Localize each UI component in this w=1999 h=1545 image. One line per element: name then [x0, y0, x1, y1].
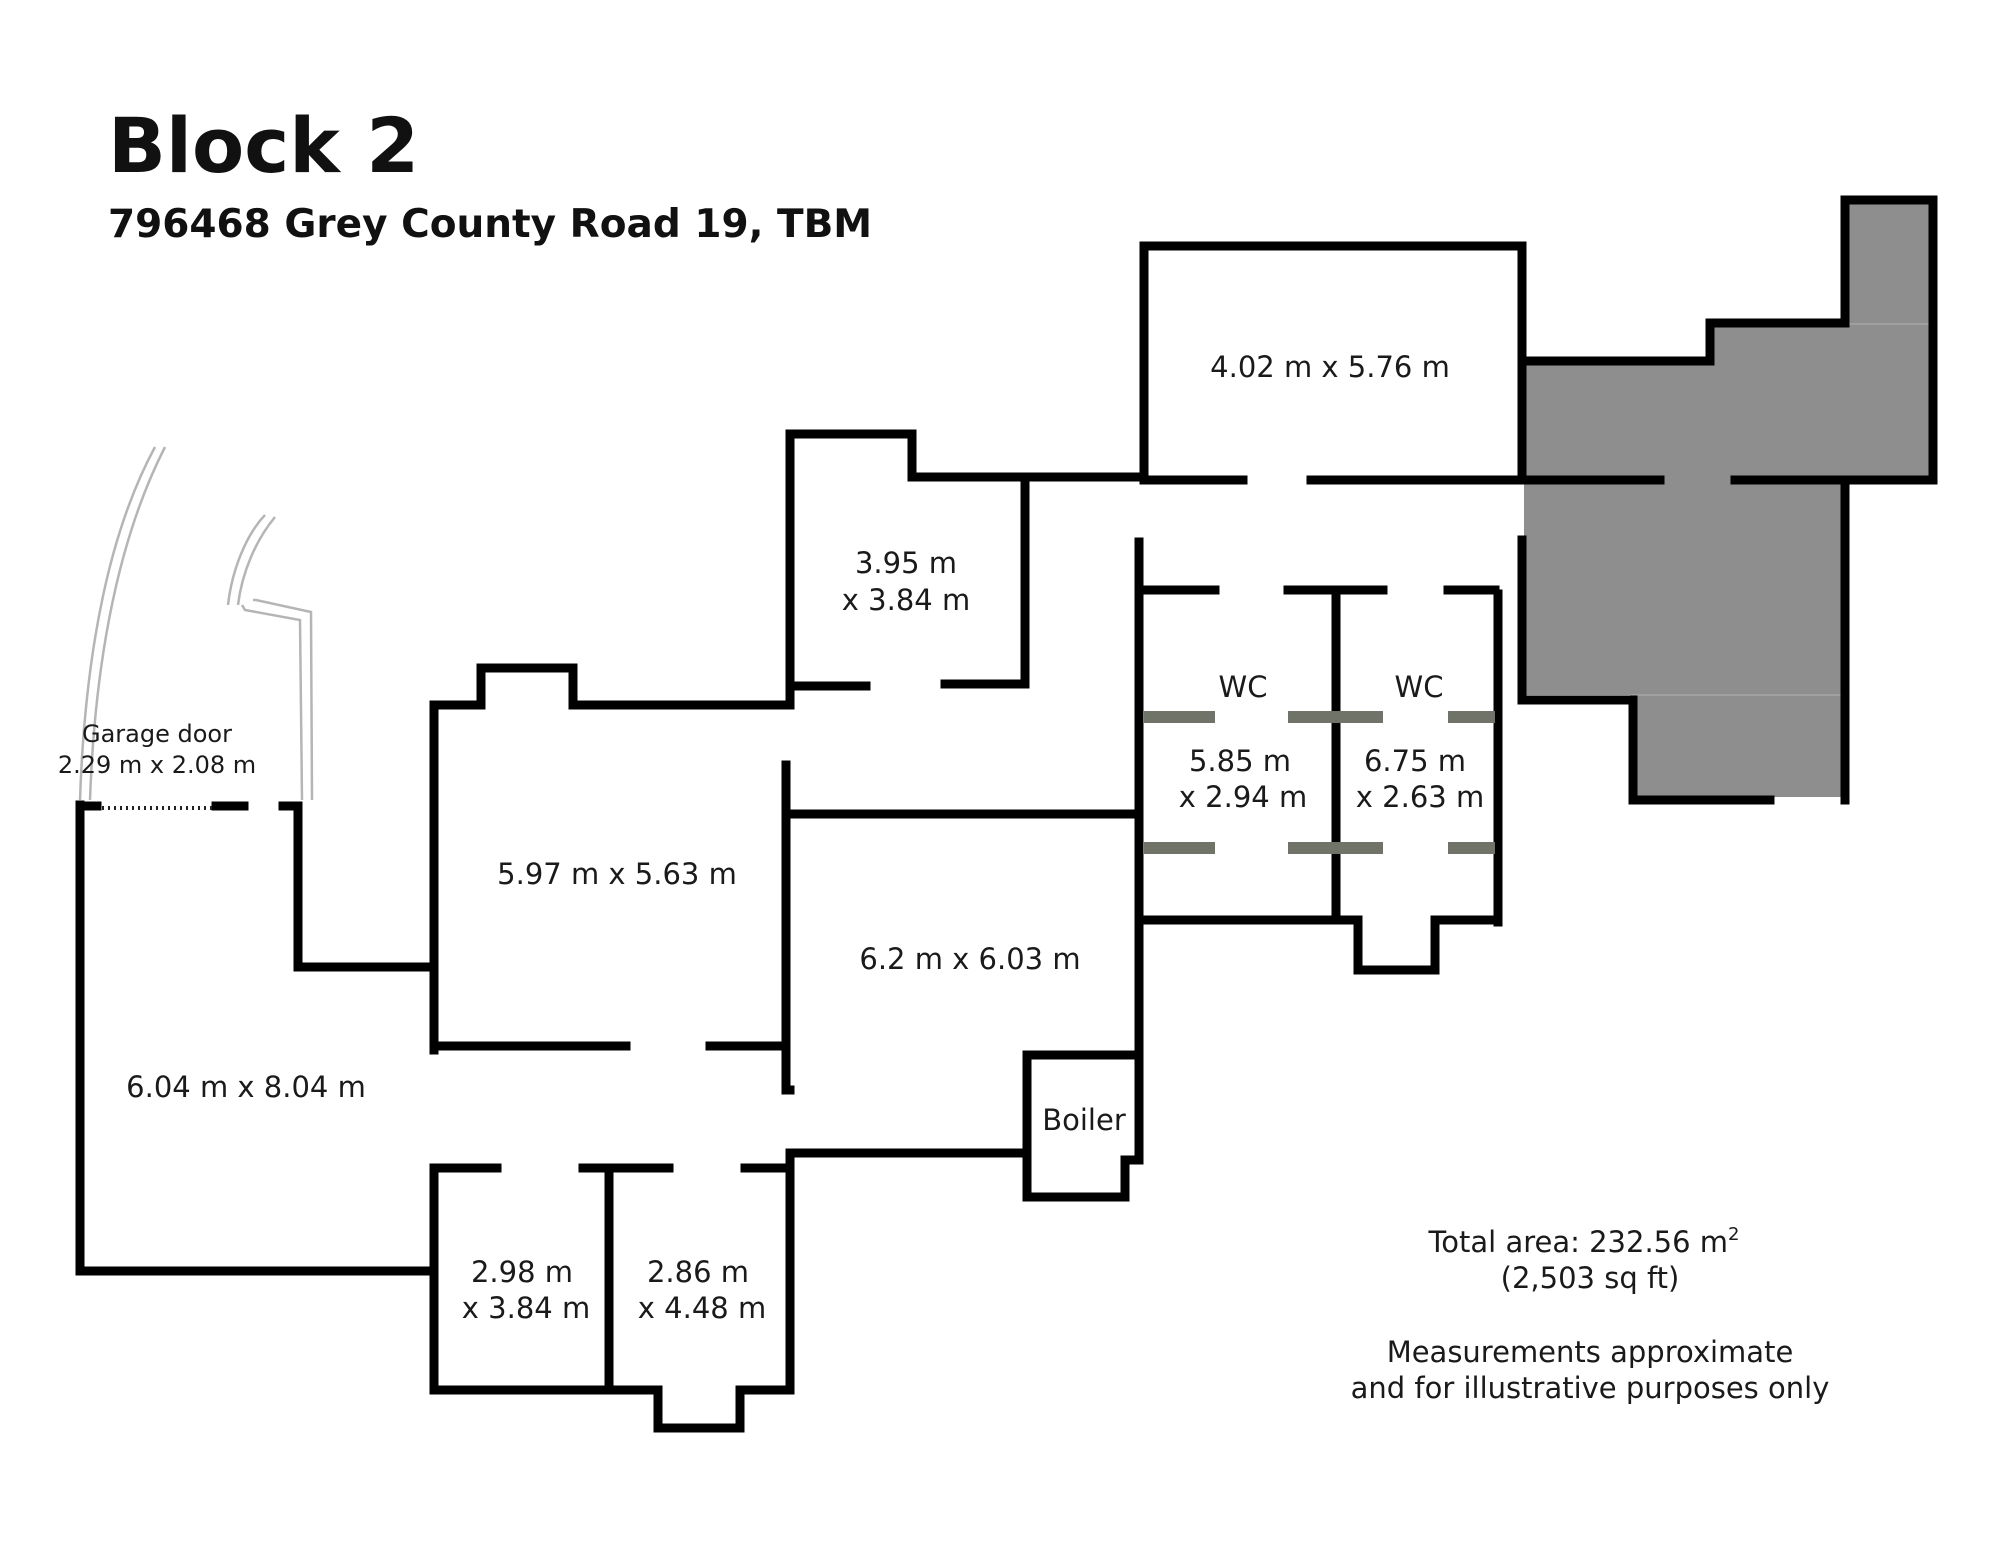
plan-title: Block 2	[108, 101, 420, 190]
wc-right-title: WC	[1395, 670, 1444, 704]
room-label-garage: 6.04 m x 8.04 m	[126, 1070, 366, 1104]
room-label-central: 5.97 m x 5.63 m	[497, 857, 737, 891]
wc-left-size-2: x 2.94 m	[1179, 780, 1307, 814]
room-label-top-right: 4.02 m x 5.76 m	[1210, 350, 1450, 384]
wc-right-size-1: 6.75 m	[1364, 744, 1466, 778]
garage-door-size: 2.29 m x 2.08 m	[58, 751, 256, 779]
wc-dividers	[1144, 711, 1495, 854]
total-area-superscript: 2	[1728, 1224, 1739, 1245]
wc-left-title: WC	[1219, 670, 1268, 704]
room-label-bottom-right-1: 2.86 m	[647, 1255, 749, 1289]
wc-right-size-2: x 2.63 m	[1356, 780, 1484, 814]
walls	[75, 195, 1938, 1433]
wc-left-size-1: 5.85 m	[1189, 744, 1291, 778]
garage-door-swing-arcs	[78, 446, 314, 801]
room-label-mid-right: 6.2 m x 6.03 m	[859, 942, 1080, 976]
room-label-upper-mid-2: x 3.84 m	[842, 583, 970, 617]
total-area: Total area: 232.56 m2	[1428, 1224, 1740, 1259]
disclaimer-line-1: Measurements approximate	[1387, 1335, 1794, 1369]
room-label-bottom-right-2: x 4.48 m	[638, 1291, 766, 1325]
disclaimer-line-2: and for illustrative purposes only	[1351, 1371, 1830, 1405]
property-address: 796468 Grey County Road 19, TBM	[108, 202, 873, 247]
garage-wall	[75, 800, 439, 1276]
room-label-upper-mid-1: 3.95 m	[855, 546, 957, 580]
room-label-bottom-left-2: x 3.84 m	[462, 1291, 590, 1325]
garage-door-label: Garage door	[82, 720, 232, 748]
boiler-label: Boiler	[1042, 1103, 1126, 1137]
room-label-bottom-left-1: 2.98 m	[471, 1255, 573, 1289]
shaded-area	[1524, 200, 1933, 797]
total-area-sqft: (2,503 sq ft)	[1501, 1261, 1680, 1295]
